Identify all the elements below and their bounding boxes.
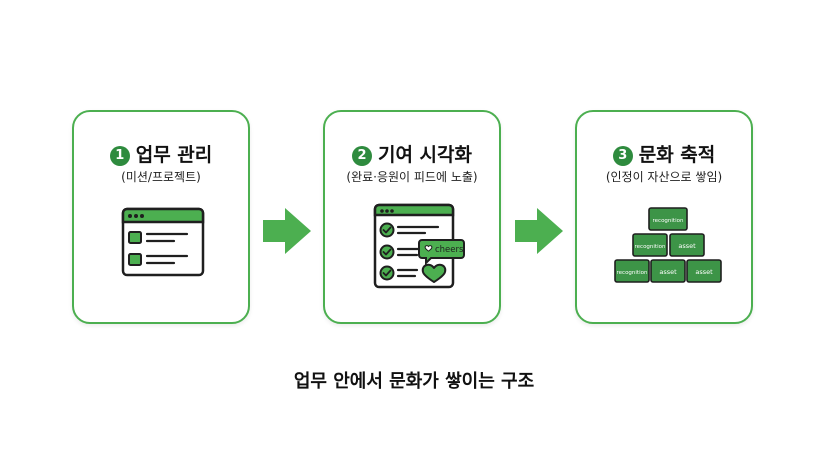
svg-text:asset: asset xyxy=(695,268,713,276)
block-middle-right: asset xyxy=(669,233,705,257)
svg-text:recognition: recognition xyxy=(635,244,666,250)
step-number-badge: 3 xyxy=(612,146,633,166)
step-title-text: 업무 관리 xyxy=(135,144,213,166)
step-subtitle: (인정이 자산으로 쌓임) xyxy=(605,170,723,184)
svg-text:recognition: recognition xyxy=(653,218,684,224)
check-circle-icon xyxy=(379,244,395,260)
step-number-badge: 2 xyxy=(351,146,372,166)
check-circle-icon xyxy=(379,222,395,238)
step-title-text: 문화 축적 xyxy=(638,144,716,166)
bubble-label: cheers xyxy=(435,245,464,255)
svg-text:asset: asset xyxy=(659,268,677,276)
block-middle-left: recognition xyxy=(632,233,668,257)
step-title-text: 기여 시각화 xyxy=(377,144,472,166)
svg-text:asset: asset xyxy=(678,242,696,250)
heart-icon xyxy=(424,245,433,252)
block-bottom-left: recognition xyxy=(614,259,650,283)
svg-text:recognition: recognition xyxy=(617,270,648,276)
step-number-badge: 1 xyxy=(109,146,130,166)
step-subtitle: (미션/프로젝트) xyxy=(121,170,201,184)
diagram-caption: 업무 안에서 문화가 쌓이는 구조 xyxy=(293,371,535,392)
check-circle-icon xyxy=(379,265,395,281)
cheers-bubble: cheers xyxy=(418,239,465,266)
block-top: recognition xyxy=(648,207,688,231)
step-subtitle: (완료·응원이 피드에 노출) xyxy=(346,170,478,184)
browser-window-checklist-icon xyxy=(121,207,205,277)
block-bottom-middle: asset xyxy=(650,259,686,283)
right-arrow-icon xyxy=(263,208,311,254)
heart-icon xyxy=(421,263,447,283)
checklist-with-cheers-bubble-icon: cheers xyxy=(373,203,465,289)
right-arrow-icon xyxy=(515,208,563,254)
stacked-blocks-icon: recognition recognition asset recognitio… xyxy=(614,207,722,283)
block-bottom-right: asset xyxy=(686,259,722,283)
